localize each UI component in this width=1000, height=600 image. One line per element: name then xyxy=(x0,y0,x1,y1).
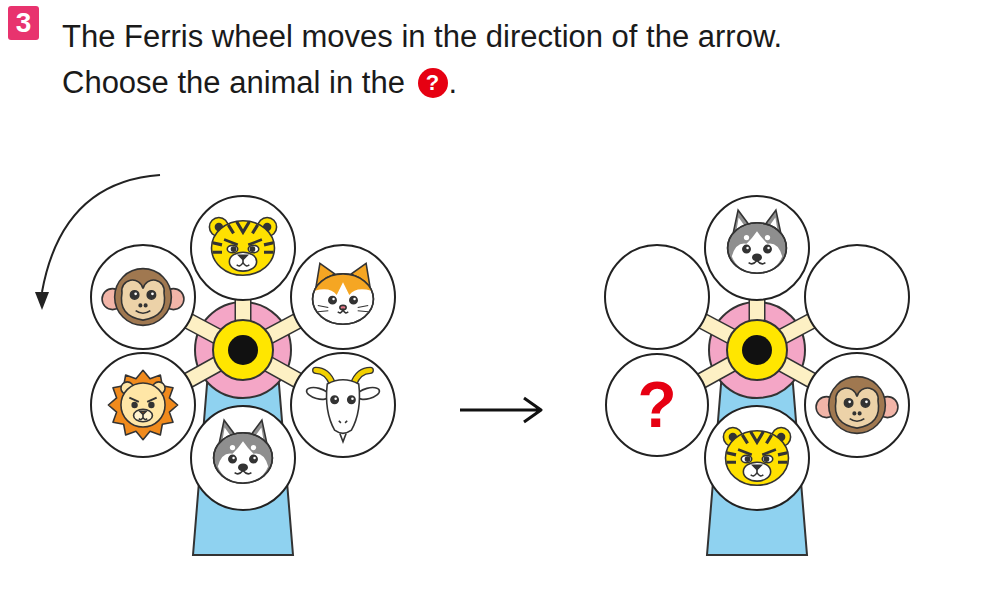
question-icon: ? xyxy=(418,68,448,98)
gondola-question: ? xyxy=(605,353,709,457)
instruction-text: The Ferris wheel moves in the direction … xyxy=(62,14,822,106)
rotation-arrowhead xyxy=(35,292,49,310)
cat-face xyxy=(313,263,374,324)
question-mark: ? xyxy=(637,368,676,442)
gondolas xyxy=(91,196,909,510)
tiger-face xyxy=(723,428,790,486)
transition-arrow xyxy=(460,398,541,422)
lion-face xyxy=(108,370,177,439)
monkey-face xyxy=(816,377,898,434)
question-number: 3 xyxy=(8,6,39,40)
dog-face xyxy=(728,210,787,273)
dog-face xyxy=(214,420,273,483)
tiger-face xyxy=(209,218,276,276)
monkey-face xyxy=(102,269,184,326)
goat-face xyxy=(305,370,380,441)
